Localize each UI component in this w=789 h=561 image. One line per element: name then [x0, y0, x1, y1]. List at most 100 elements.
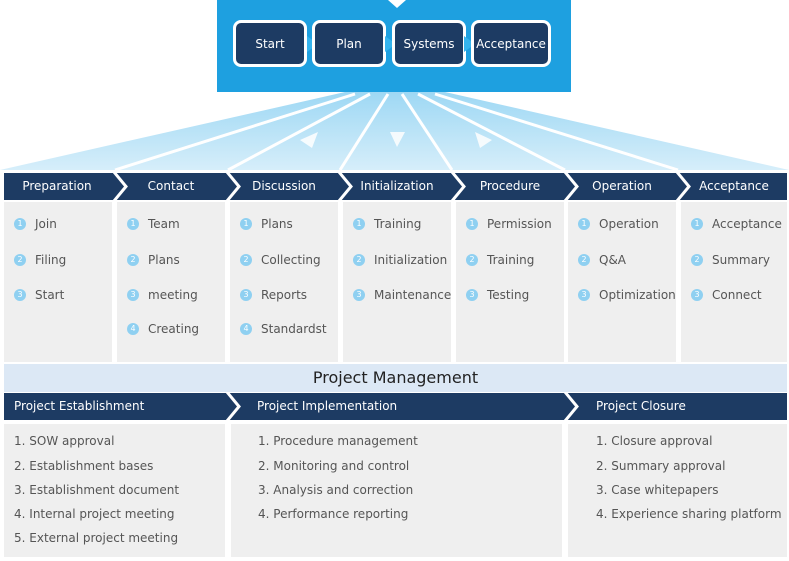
stage-column-implementation: 1. Procedure management 2. Monitoring an…	[231, 424, 562, 557]
item-label: SOW approval	[29, 434, 115, 448]
step-arrow-icon	[464, 36, 475, 52]
process-box-notch	[388, 0, 406, 8]
item-label: Team	[148, 217, 180, 231]
item-label: Maintenance	[374, 288, 452, 302]
stage-column-establishment: 1. SOW approval 2. Establishment bases 3…	[4, 424, 225, 557]
list-item: 2. Establishment bases	[14, 459, 154, 473]
item-label: Training	[374, 217, 422, 231]
list-item: 2. Monitoring and control	[258, 459, 410, 473]
item-label: Performance reporting	[273, 507, 409, 521]
number-badge: 1	[353, 218, 365, 230]
item-label: Experience sharing platform	[611, 507, 782, 521]
item-number: 1	[258, 434, 266, 448]
list-item: 1. Procedure management	[258, 434, 418, 448]
list-item: 4. Internal project meeting	[14, 507, 175, 521]
item-label: Join	[35, 217, 57, 231]
item-label: Connect	[712, 288, 762, 302]
item-label: Optimization	[599, 288, 676, 302]
number-badge: 3	[127, 289, 139, 301]
list-item: 3. Analysis and correction	[258, 483, 414, 497]
fan-arrows	[0, 92, 789, 172]
phase-column-initialization: 1 Training 2 Initialization 3 Maintenance	[343, 202, 451, 362]
number-badge: 2	[691, 254, 703, 266]
phase-title-operation: Operation	[592, 179, 652, 193]
number-badge: 3	[466, 289, 478, 301]
number-badge: 2	[578, 254, 590, 266]
stage-title-implementation: Project Implementation	[257, 399, 398, 413]
phase-title-acceptance: Acceptance	[699, 179, 769, 193]
number-badge: 1	[14, 218, 26, 230]
list-item: 3. Case whitepapers	[596, 483, 719, 497]
list-item: 1 Operation	[578, 215, 659, 233]
number-badge: 4	[240, 323, 252, 335]
step-label: Acceptance	[476, 36, 546, 51]
item-number: 2	[596, 459, 604, 473]
number-badge: 1	[691, 218, 703, 230]
step-label: Start	[255, 36, 285, 51]
stage-title-closure: Project Closure	[596, 399, 686, 413]
item-label: Internal project meeting	[29, 507, 175, 521]
item-label: Case whitepapers	[611, 483, 719, 497]
item-label: Testing	[487, 288, 530, 302]
item-label: Procedure management	[273, 434, 418, 448]
list-item: 3 Connect	[691, 286, 762, 304]
item-label: Plans	[148, 253, 180, 267]
item-label: Plans	[261, 217, 293, 231]
phase-title-initialization: Initialization	[360, 179, 434, 193]
number-badge: 1	[578, 218, 590, 230]
number-badge: 3	[353, 289, 365, 301]
list-item: 3 Start	[14, 286, 64, 304]
list-item: 1 Training	[353, 215, 421, 233]
item-number: 4	[14, 507, 22, 521]
item-label: Initialization	[374, 253, 448, 267]
number-badge: 3	[240, 289, 252, 301]
list-item: 3 meeting	[127, 286, 198, 304]
fan-dividers	[114, 92, 679, 172]
list-item: 2. Summary approval	[596, 459, 726, 473]
step-acceptance: Acceptance	[471, 20, 551, 67]
list-item: 2 Training	[466, 251, 534, 269]
phase-title-contact: Contact	[147, 179, 195, 193]
item-number: 1	[596, 434, 604, 448]
list-item: 4 Standardst	[240, 320, 327, 338]
item-label: Standardst	[261, 322, 327, 336]
number-badge: 4	[127, 323, 139, 335]
item-label: Operation	[599, 217, 659, 231]
item-label: Training	[487, 253, 535, 267]
item-label: Summary approval	[611, 459, 726, 473]
item-label: Monitoring and control	[273, 459, 410, 473]
item-label: Analysis and correction	[273, 483, 414, 497]
fan-shape	[0, 92, 789, 170]
item-label: Start	[35, 288, 65, 302]
number-badge: 2	[353, 254, 365, 266]
item-label: meeting	[148, 288, 198, 302]
number-badge: 3	[14, 289, 26, 301]
item-number: 5	[14, 531, 22, 545]
project-management-title: Project Management	[4, 364, 787, 392]
item-number: 3	[14, 483, 22, 497]
fan-arrowheads	[300, 132, 492, 148]
item-number: 3	[596, 483, 604, 497]
item-number: 4	[258, 507, 266, 521]
item-number: 3	[258, 483, 266, 497]
step-label: Systems	[403, 36, 455, 51]
step-systems: Systems	[392, 20, 466, 67]
number-badge: 3	[691, 289, 703, 301]
item-label: Permission	[487, 217, 552, 231]
list-item: 3 Testing	[466, 286, 529, 304]
number-badge: 2	[466, 254, 478, 266]
step-arrow-icon	[385, 36, 396, 52]
